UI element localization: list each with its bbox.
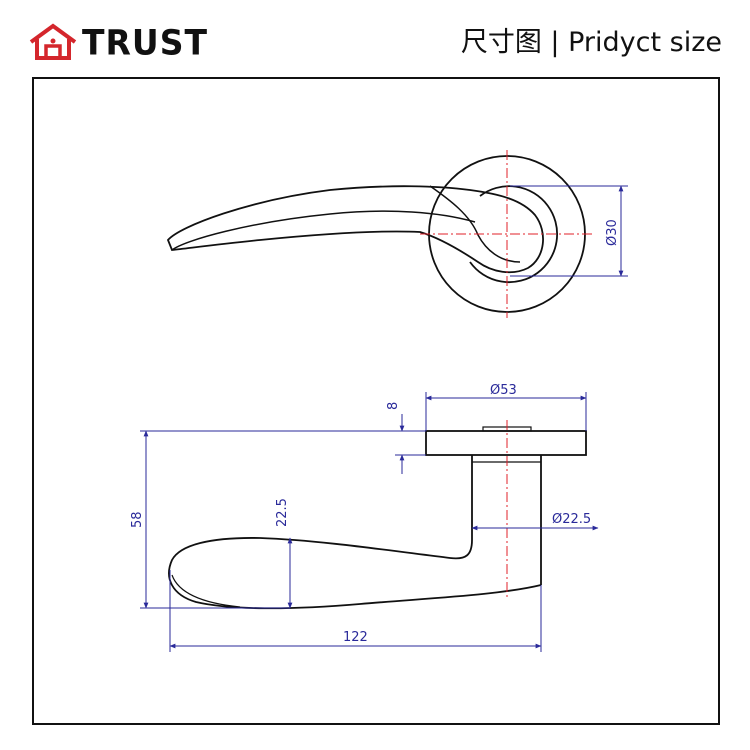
- dim-label-rose-thickness: 8: [386, 402, 401, 410]
- house-logo-icon: [29, 23, 77, 60]
- lever-side-edge: [171, 574, 241, 608]
- rose-plate: [425, 430, 587, 456]
- top-view: Ø30: [166, 150, 628, 318]
- brand-logo: TRUST: [28, 22, 208, 62]
- side-view: Ø53 8 58 22.5 Ø22.5 122: [130, 383, 599, 652]
- dim-label-length: 122: [343, 630, 368, 645]
- lever-top-ridge: [171, 210, 476, 251]
- dim-label-rose-diameter: Ø53: [490, 383, 517, 398]
- drawing-frame: [32, 77, 720, 725]
- lever-top-outline: [166, 185, 544, 274]
- lever-top-curve: [429, 185, 521, 263]
- page-title: 尺寸图 | Pridyct size: [460, 27, 722, 58]
- dim-label-lever-width: 22.5: [275, 498, 290, 527]
- lever-side-outline: [168, 537, 542, 610]
- dim-label-height: 58: [130, 511, 145, 528]
- logo-wordmark: TRUST: [82, 21, 208, 63]
- dim-label-neck-diameter: Ø22.5: [552, 512, 591, 527]
- dim-label-rose-diameter-top: Ø30: [605, 219, 620, 246]
